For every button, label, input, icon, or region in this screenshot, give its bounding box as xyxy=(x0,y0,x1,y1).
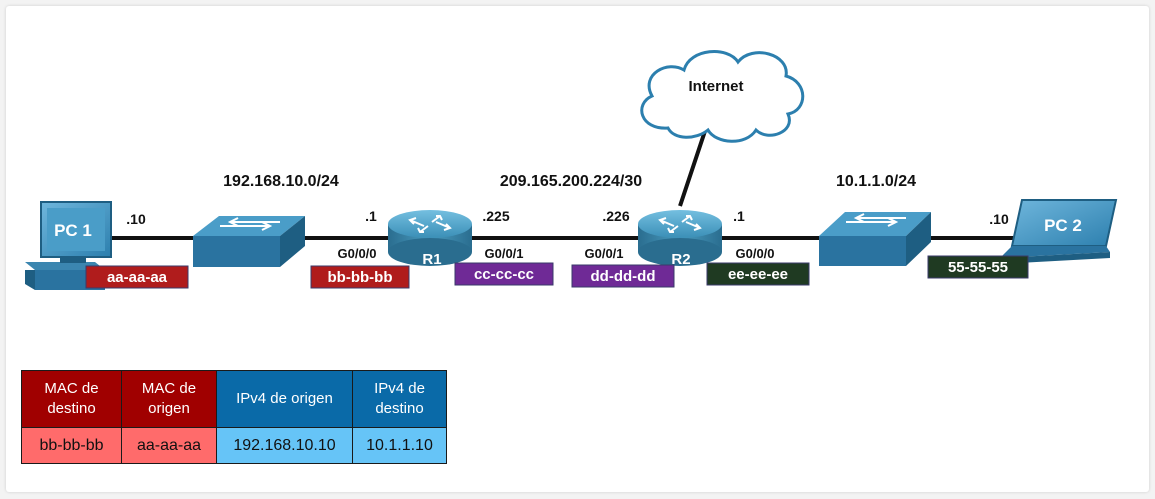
router-icon xyxy=(388,210,472,266)
src-ipv4-value: 192.168.10.10 xyxy=(216,427,353,464)
pc2-label: PC 2 xyxy=(1044,216,1082,235)
mac-tag-text: cc-cc-cc xyxy=(474,266,534,283)
r2-g001-host-address: .226 xyxy=(602,208,629,224)
src-mac-value: aa-aa-aa xyxy=(121,427,217,464)
r1-g001-interface-label: G0/0/1 xyxy=(484,246,523,261)
network-wan-label: 209.165.200.224/30 xyxy=(500,173,642,190)
mac-tag-text: 55-55-55 xyxy=(948,259,1008,276)
switch-2[interactable] xyxy=(819,212,931,266)
mac-tag-text: aa-aa-aa xyxy=(107,269,168,286)
r1-g000-interface-label: G0/0/0 xyxy=(337,246,376,261)
dest-ipv4-header: IPv4 de destino xyxy=(352,370,447,428)
mac-tag-r2-g001: dd-dd-dd xyxy=(571,264,675,288)
mac-tag-pc1: aa-aa-aa xyxy=(85,265,189,289)
pc2-host-address: .10 xyxy=(989,211,1009,227)
router-icon xyxy=(638,210,722,266)
mac-tag-pc2: 55-55-55 xyxy=(927,255,1029,279)
table-row: bb-bb-bb aa-aa-aa 192.168.10.10 10.1.1.1… xyxy=(21,427,447,464)
r2-g000-interface-label: G0/0/0 xyxy=(735,246,774,261)
mac-tag-text: dd-dd-dd xyxy=(591,268,656,285)
dest-mac-header: MAC de destino xyxy=(21,370,122,428)
r1-g000-host-address: .1 xyxy=(365,208,377,224)
internet-cloud-icon: Internet xyxy=(640,50,805,143)
pc1-label: PC 1 xyxy=(54,221,92,240)
mac-tag-r1-g000: bb-bb-bb xyxy=(310,265,410,289)
internet-label: Internet xyxy=(688,78,743,95)
src-mac-header: MAC de origen xyxy=(121,370,217,428)
network-lan2-label: 10.1.1.0/24 xyxy=(836,173,916,190)
r2-g000-host-address: .1 xyxy=(733,208,745,224)
laptop-icon xyxy=(1000,199,1118,264)
network-lan1-label: 192.168.10.0/24 xyxy=(223,173,339,190)
mac-tag-text: ee-ee-ee xyxy=(728,266,788,283)
table-header-row: MAC de destino MAC de origen IPv4 de ori… xyxy=(21,370,447,428)
pc2-device[interactable]: PC 2 xyxy=(1000,199,1118,264)
frame-header-table: MAC de destino MAC de origen IPv4 de ori… xyxy=(21,370,447,464)
mac-tag-text: bb-bb-bb xyxy=(328,269,393,286)
router-r1[interactable]: R1 xyxy=(388,210,472,268)
r1-g001-host-address: .225 xyxy=(482,208,509,224)
dest-mac-value: bb-bb-bb xyxy=(21,427,122,464)
pc1-host-address: .10 xyxy=(126,211,146,227)
r1-label: R1 xyxy=(422,251,441,268)
switch-1[interactable] xyxy=(193,216,305,267)
src-ipv4-header: IPv4 de origen xyxy=(216,370,353,428)
router-r2[interactable]: R2 xyxy=(638,210,722,268)
r2-label: R2 xyxy=(671,251,690,268)
dest-ipv4-value: 10.1.1.10 xyxy=(352,427,447,464)
mac-tag-r1-g001: cc-cc-cc xyxy=(454,262,554,286)
r2-g001-interface-label: G0/0/1 xyxy=(584,246,623,261)
switch-icon xyxy=(193,216,305,267)
link-r2-internet xyxy=(678,127,708,207)
switch-icon xyxy=(819,212,931,266)
mac-tag-r2-g000: ee-ee-ee xyxy=(706,262,810,286)
